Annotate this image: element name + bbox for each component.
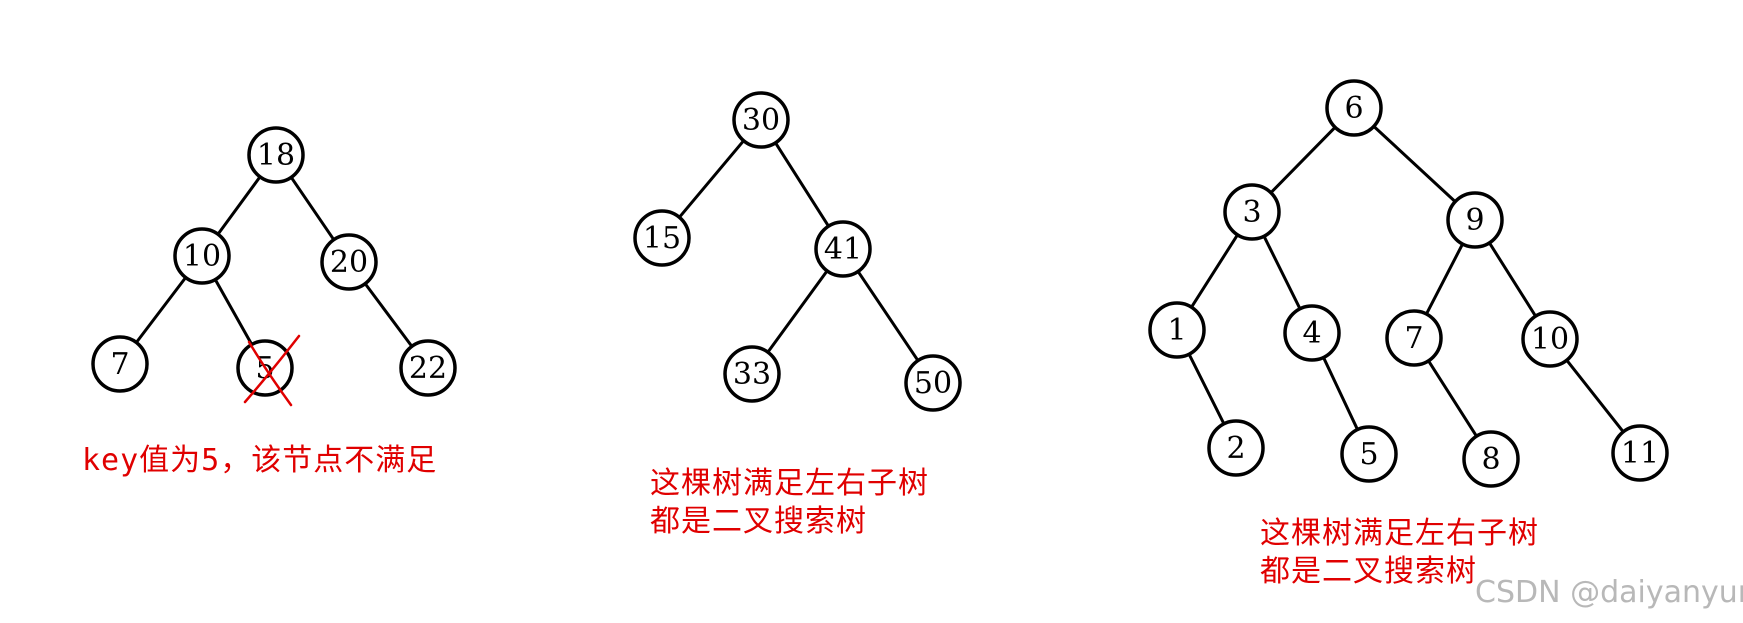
node-label: 1 — [1167, 313, 1186, 348]
edges-layer — [134, 124, 1625, 438]
edge-tree3-n3-n4 — [1262, 234, 1302, 311]
node-label: 2 — [1226, 431, 1245, 466]
edge-tree3-n6-n9 — [1372, 124, 1457, 204]
watermark-text: CSDN @daiyanyun — [1475, 575, 1743, 610]
edge-tree1-n18-n20 — [289, 175, 336, 242]
node-label: 7 — [1404, 321, 1423, 356]
node-circle — [732, 91, 790, 149]
tree-node-2: 2 — [1207, 419, 1265, 477]
edge-tree3-n4-n5b — [1322, 355, 1359, 432]
node-circle — [399, 339, 457, 397]
tree-node-7: 7 — [91, 335, 149, 393]
node-circle — [1446, 191, 1504, 249]
edge-tree3-n9-n10b — [1487, 241, 1538, 318]
node-circle — [1223, 183, 1281, 241]
tree-node-10: 10 — [1521, 310, 1579, 368]
node-label: 4 — [1302, 316, 1321, 351]
edge-tree1-n10-n5 — [213, 278, 254, 346]
tree-node-3: 3 — [1223, 183, 1281, 241]
node-label: 15 — [643, 221, 681, 256]
tree-node-6: 6 — [1325, 79, 1383, 137]
node-circle — [1521, 310, 1579, 368]
tree-node-41: 41 — [814, 220, 872, 278]
tree-node-50: 50 — [904, 354, 962, 412]
node-circle — [1207, 419, 1265, 477]
cross-mark-icon — [243, 334, 301, 407]
node-label: 20 — [330, 245, 368, 280]
edge-tree2-n41-n33 — [766, 269, 829, 354]
tree-node-4: 4 — [1283, 304, 1341, 362]
node-circle — [1283, 304, 1341, 362]
edge-tree3-n9-n7b — [1424, 242, 1465, 316]
node-circle — [247, 126, 305, 184]
node-label: 7 — [110, 347, 129, 382]
caption-tree2-line-1: 这棵树满足左右子树 — [650, 466, 929, 501]
node-circle — [814, 220, 872, 278]
caption-tree2-line-2: 都是二叉搜索树 — [650, 504, 867, 539]
edge-tree1-n20-n22 — [363, 282, 414, 348]
edge-tree2-n41-n50 — [856, 269, 920, 363]
node-circle — [173, 227, 231, 285]
node-label: 10 — [1531, 322, 1569, 357]
tree-node-20: 20 — [320, 233, 378, 291]
edge-tree3-n6-n3 — [1269, 125, 1337, 195]
node-label: 3 — [1242, 195, 1261, 230]
node-circle — [1611, 424, 1669, 482]
tree-node-1: 1 — [1148, 301, 1206, 359]
edge-tree3-n10b-n11 — [1565, 358, 1625, 434]
node-circle — [1385, 309, 1443, 367]
caption-tree3-line-1: 这棵树满足左右子树 — [1260, 516, 1539, 551]
node-circle — [1325, 79, 1383, 137]
node-label: 18 — [257, 138, 295, 173]
node-label: 6 — [1344, 91, 1363, 126]
tree-node-18: 18 — [247, 126, 305, 184]
edge-tree3-n7b-n8 — [1426, 359, 1479, 438]
node-label: 9 — [1465, 203, 1484, 238]
edge-tree2-n30-n41 — [773, 141, 831, 228]
edge-tree2-n30-n15 — [677, 139, 746, 219]
node-label: 8 — [1481, 442, 1500, 477]
node-label: 50 — [914, 366, 952, 401]
node-label: 33 — [733, 357, 771, 392]
node-label: 5 — [1359, 437, 1378, 472]
node-circle — [633, 209, 691, 267]
tree-node-15: 15 — [633, 209, 691, 267]
tree-node-9: 9 — [1446, 191, 1504, 249]
node-circle — [320, 233, 378, 291]
tree-node-5: 5 — [1340, 425, 1398, 483]
node-label: 30 — [742, 103, 780, 138]
node-label: 10 — [183, 239, 221, 274]
node-circle — [1462, 430, 1520, 488]
tree-node-22: 22 — [399, 339, 457, 397]
caption-tree1-line-1: key值为5，该节点不满足 — [82, 443, 437, 478]
node-circle — [1340, 425, 1398, 483]
node-label: 41 — [824, 232, 862, 267]
tree-node-11: 11 — [1611, 424, 1669, 482]
edge-tree1-n10-n7 — [134, 276, 188, 344]
tree-node-10: 10 — [173, 227, 231, 285]
edge-tree3-n3-n1 — [1189, 233, 1240, 309]
node-circle — [91, 335, 149, 393]
marks-layer — [243, 334, 301, 407]
tree-node-7: 7 — [1385, 309, 1443, 367]
edge-tree3-n1-n2 — [1187, 352, 1226, 426]
tree-node-8: 8 — [1462, 430, 1520, 488]
node-label: 22 — [409, 351, 447, 386]
tree-node-33: 33 — [723, 345, 781, 403]
captions-layer: key值为5，该节点不满足这棵树满足左右子树都是二叉搜索树这棵树满足左右子树都是… — [82, 443, 1539, 589]
caption-tree3-line-2: 都是二叉搜索树 — [1260, 554, 1477, 589]
node-circle — [904, 354, 962, 412]
node-circle — [1148, 301, 1206, 359]
tree-node-30: 30 — [732, 91, 790, 149]
node-circle — [723, 345, 781, 403]
edge-tree1-n18-n10 — [216, 175, 262, 236]
node-label: 11 — [1621, 436, 1659, 471]
